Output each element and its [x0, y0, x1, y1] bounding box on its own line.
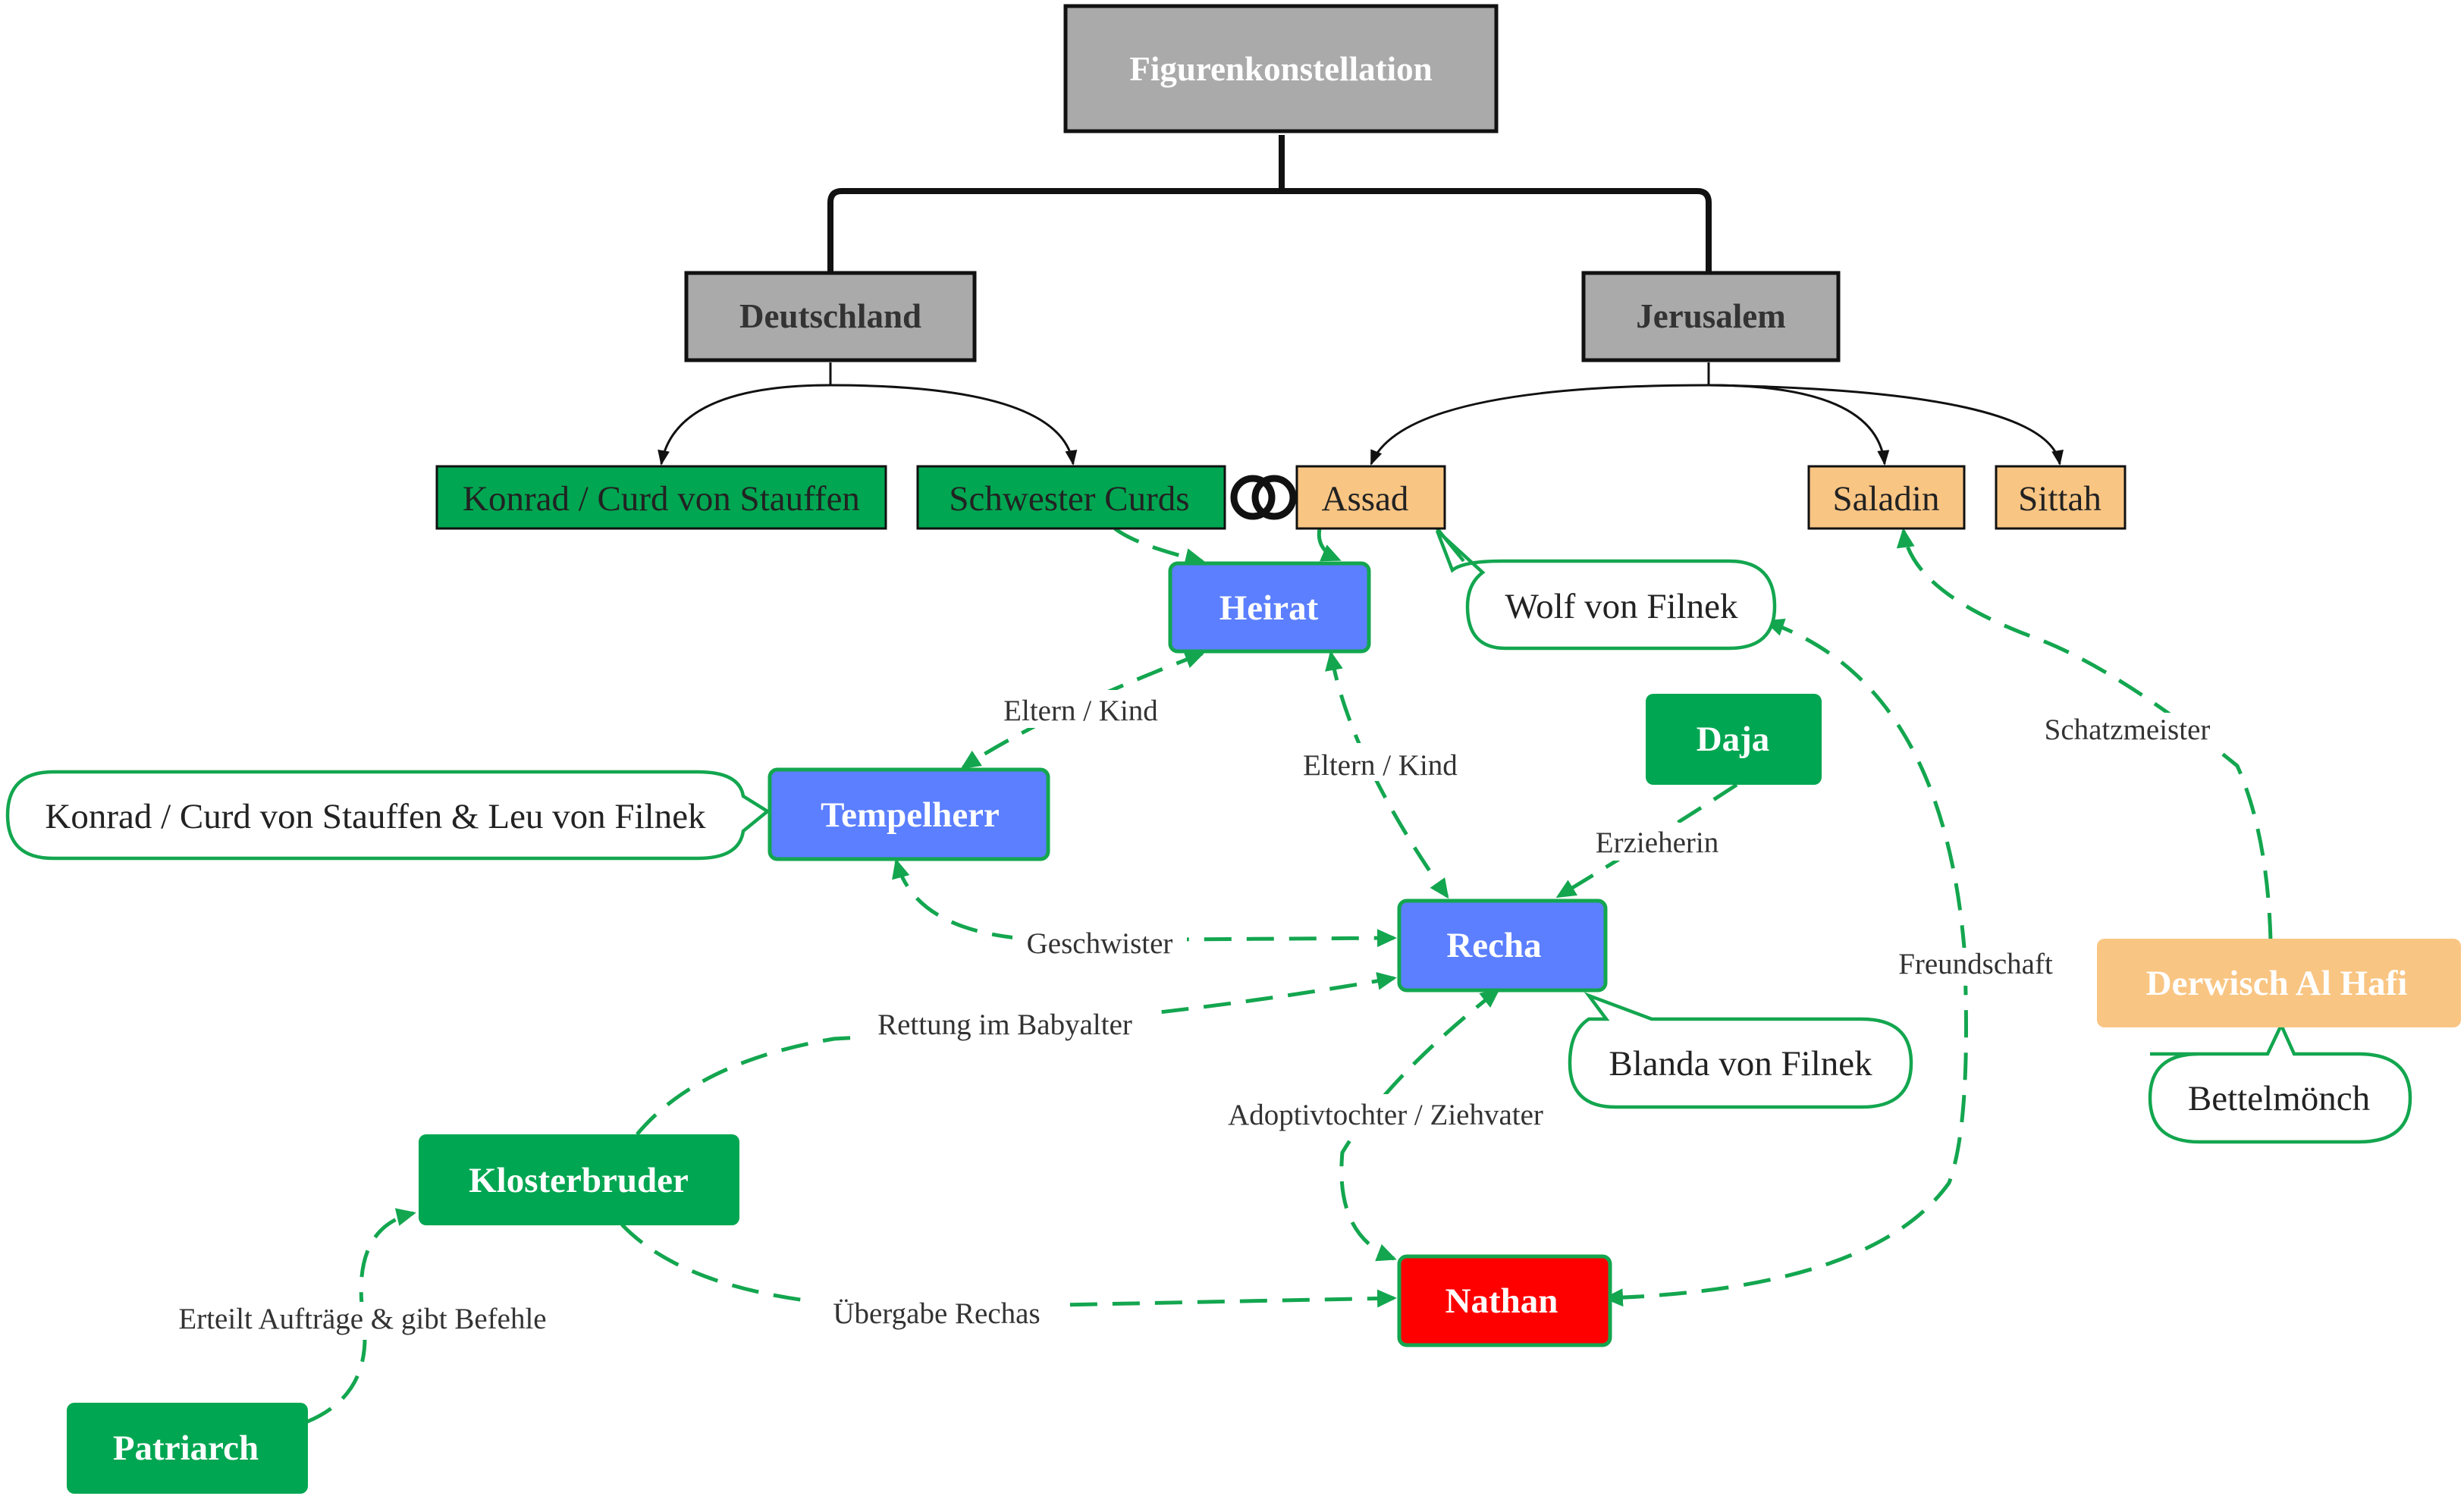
- node-nathan-box: [1397, 1254, 1612, 1347]
- callout-wolf: [1435, 527, 1777, 651]
- node-saladin-box: [1807, 465, 1966, 530]
- node-sittah-box: [1995, 465, 2127, 530]
- edge-derwisch-saladin: [1896, 528, 2273, 941]
- edge-assad-heirat: [1317, 528, 1342, 562]
- node-tempelherr-box: [767, 767, 1050, 861]
- node-heirat: Heirat: [1219, 588, 1319, 628]
- node-saladin: Saladin: [1833, 479, 1940, 519]
- group-deutschland-box: [684, 271, 977, 362]
- label-geschwister: Geschwister: [1027, 927, 1173, 960]
- callout-blanda: [1568, 992, 1913, 1109]
- title-box: [1063, 4, 1499, 133]
- callout-bettelmoench-text: Bettelmönch: [2188, 1079, 2370, 1118]
- callout-tempelherr-name-text: Konrad / Curd von Stauffen & Leu von Fil…: [45, 797, 706, 836]
- label-adoptiv: Adoptivtochter / Ziehvater: [1228, 1099, 1543, 1131]
- node-daja-box: [1646, 694, 1822, 785]
- label-rettung: Rettung im Babyalter: [877, 1008, 1132, 1041]
- node-patriarch-box: [67, 1403, 308, 1494]
- edge-schwester-heirat: [1113, 527, 1205, 566]
- label-eltern-kind-1: Eltern / Kind: [1003, 695, 1158, 727]
- node-patriarch: Patriarch: [113, 1429, 259, 1468]
- group-jerusalem: Jerusalem: [1636, 297, 1785, 335]
- node-assad: Assad: [1322, 479, 1409, 519]
- node-schwester-box: [916, 465, 1226, 530]
- node-sittah: Sittah: [2018, 479, 2101, 519]
- node-tempelherr: Tempelherr: [821, 795, 1000, 835]
- node-recha: Recha: [1446, 926, 1541, 965]
- group-jerusalem-box: [1581, 271, 1841, 362]
- edge-recha-nathan: [1339, 988, 1501, 1262]
- edge-patriarch-klosterbruder: [306, 1208, 416, 1424]
- label-erzieherin: Erzieherin: [1596, 826, 1719, 859]
- diagram-title: Figurenkonstellation: [1129, 50, 1432, 88]
- node-konrad: Konrad / Curd von Stauffen: [463, 479, 860, 519]
- node-assad-box: [1295, 465, 1446, 530]
- node-klosterbruder: Klosterbruder: [469, 1161, 689, 1200]
- node-schwester: Schwester Curds: [949, 479, 1189, 519]
- label-uebergabe: Übergabe Rechas: [833, 1297, 1040, 1330]
- callout-bettelmoench: [2148, 1021, 2412, 1144]
- callout-wolf-text: Wolf von Filnek: [1505, 587, 1738, 626]
- node-daja: Daja: [1697, 720, 1770, 759]
- label-freundschaft: Freundschaft: [1898, 948, 2053, 980]
- node-nathan: Nathan: [1445, 1281, 1558, 1321]
- hierarchy-connectors: [658, 135, 2064, 466]
- marriage-rings-icon: [1230, 475, 1297, 520]
- label-eltern-kind-2: Eltern / Kind: [1303, 749, 1458, 782]
- node-heirat-box: [1168, 561, 1371, 654]
- node-derwisch: Derwisch Al Hafi: [2146, 964, 2408, 1003]
- group-deutschland: Deutschland: [739, 297, 921, 335]
- callout-blanda-text: Blanda von Filnek: [1609, 1044, 1872, 1084]
- node-konrad-box: [435, 465, 887, 530]
- edge-heirat-recha: [1325, 651, 1449, 899]
- label-auftraege: Erteilt Aufträge & gibt Befehle: [178, 1303, 546, 1335]
- node-recha-box: [1397, 899, 1608, 993]
- callout-tempelherr-name: [5, 770, 771, 861]
- edge-labels: Eltern / Kind Eltern / Kind Geschwister …: [155, 690, 2233, 1340]
- node-derwisch-box: [2097, 939, 2461, 1027]
- label-schatzmeister: Schatzmeister: [2045, 714, 2211, 746]
- node-klosterbruder-box: [419, 1134, 739, 1225]
